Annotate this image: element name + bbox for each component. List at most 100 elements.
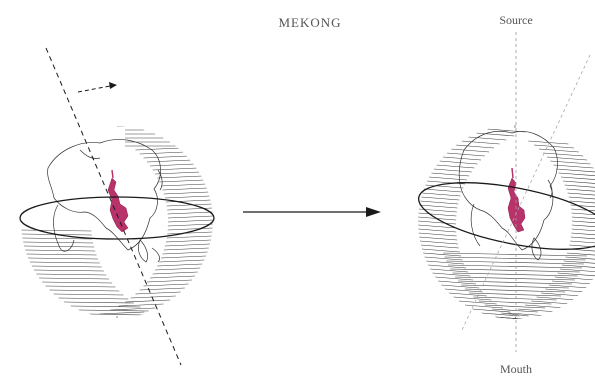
hatch-line (168, 228, 213, 230)
hatch-line (472, 309, 510, 312)
hatch-line (419, 233, 457, 236)
hatch-line (422, 193, 460, 196)
hatch-line (421, 245, 459, 248)
hatch-line (431, 173, 469, 176)
hatch-line (161, 184, 206, 186)
hatch-line (45, 286, 115, 287)
hatch-line (49, 290, 119, 291)
hatch-line (42, 282, 112, 283)
mouth-label: Mouth (500, 362, 532, 376)
hatch-line (456, 145, 494, 148)
hatch-line (30, 262, 100, 263)
hatch-line (420, 241, 458, 244)
hatch-line (569, 197, 595, 200)
hatch-line (164, 248, 209, 250)
hatch-line (140, 152, 185, 154)
hatch-line (440, 161, 478, 164)
hatch-line (157, 176, 202, 178)
hatch-line (150, 164, 195, 166)
hatch-line (39, 278, 109, 279)
hatch-line (161, 256, 206, 258)
hatch-line (166, 240, 211, 242)
hatch-line (144, 156, 189, 158)
left-rotation-pointer (78, 86, 110, 92)
hatch-line (543, 153, 583, 156)
hatch-line (518, 309, 558, 312)
hatch-line (131, 296, 176, 298)
hatch-line (168, 216, 213, 218)
hatch-line (418, 213, 456, 216)
hatch-line (90, 314, 145, 315)
hatch-line (168, 220, 213, 222)
hatch-line (559, 173, 595, 176)
hatch-line (25, 250, 95, 251)
hatch-line (572, 225, 595, 228)
hatch-line (58, 298, 128, 299)
source-label: Source (499, 13, 532, 27)
hatch-line (515, 317, 516, 320)
hatch-line (571, 233, 595, 236)
hatch-line (23, 242, 93, 243)
hatch-line (34, 270, 104, 271)
hatch-line (168, 212, 213, 214)
hatch-line (434, 169, 472, 172)
hatch-line (450, 269, 580, 272)
hatch-line (164, 192, 209, 194)
hatch-line (446, 261, 584, 264)
hatch-line (570, 241, 595, 244)
hatch-line (572, 217, 595, 220)
hatch-line (422, 249, 460, 252)
hatch-line (561, 177, 595, 180)
hatch-line (547, 157, 587, 160)
tilted-guide-axis (462, 55, 590, 330)
hatch-line (443, 253, 587, 256)
hatch-line (462, 141, 500, 144)
hatch-line (125, 300, 170, 302)
hatch-line (153, 272, 198, 274)
figure-title: MEKONG (278, 15, 341, 30)
hatch-line (163, 252, 208, 254)
hatch-line (163, 188, 208, 190)
hatch-line (150, 276, 195, 278)
hatch-line (32, 266, 102, 267)
hatch-line (437, 165, 475, 168)
hatch-line (572, 229, 595, 232)
hatch-line (167, 236, 212, 238)
hatch-line (168, 224, 213, 226)
hatch-line (572, 221, 595, 224)
hatch-line (418, 221, 456, 224)
hatch-line (118, 304, 163, 306)
hatch-line (165, 244, 210, 246)
hatch-line (110, 308, 155, 310)
hatch-line (553, 165, 593, 168)
hatch-line (135, 292, 180, 294)
hatch-line (447, 153, 485, 156)
hatch-line (71, 306, 141, 307)
hatch-line (419, 237, 457, 240)
hatch-line (159, 260, 204, 262)
left-mekong-basin (108, 178, 128, 232)
hatch-line (36, 274, 106, 275)
hatch-line (159, 180, 204, 182)
hatch-line (421, 197, 459, 200)
hatch-line (429, 177, 467, 180)
hatch-line (165, 196, 210, 198)
hatch-line (21, 230, 91, 231)
hatch-line (424, 189, 462, 192)
hatch-line (155, 268, 200, 270)
hatch-line (54, 294, 124, 295)
hatch-line (448, 265, 582, 268)
hatch-line (140, 288, 185, 290)
left-rotation-arrowhead (109, 82, 117, 89)
hatch-line (550, 161, 590, 164)
hatch-line (155, 172, 200, 174)
hatch-line (451, 149, 489, 152)
hatch-line (492, 309, 538, 312)
hatch-line (26, 254, 96, 255)
hatch-line (144, 284, 189, 286)
hatch-line (28, 258, 98, 259)
left-globe (20, 48, 214, 365)
hatch-line (420, 205, 458, 208)
hatch-line (568, 193, 595, 196)
